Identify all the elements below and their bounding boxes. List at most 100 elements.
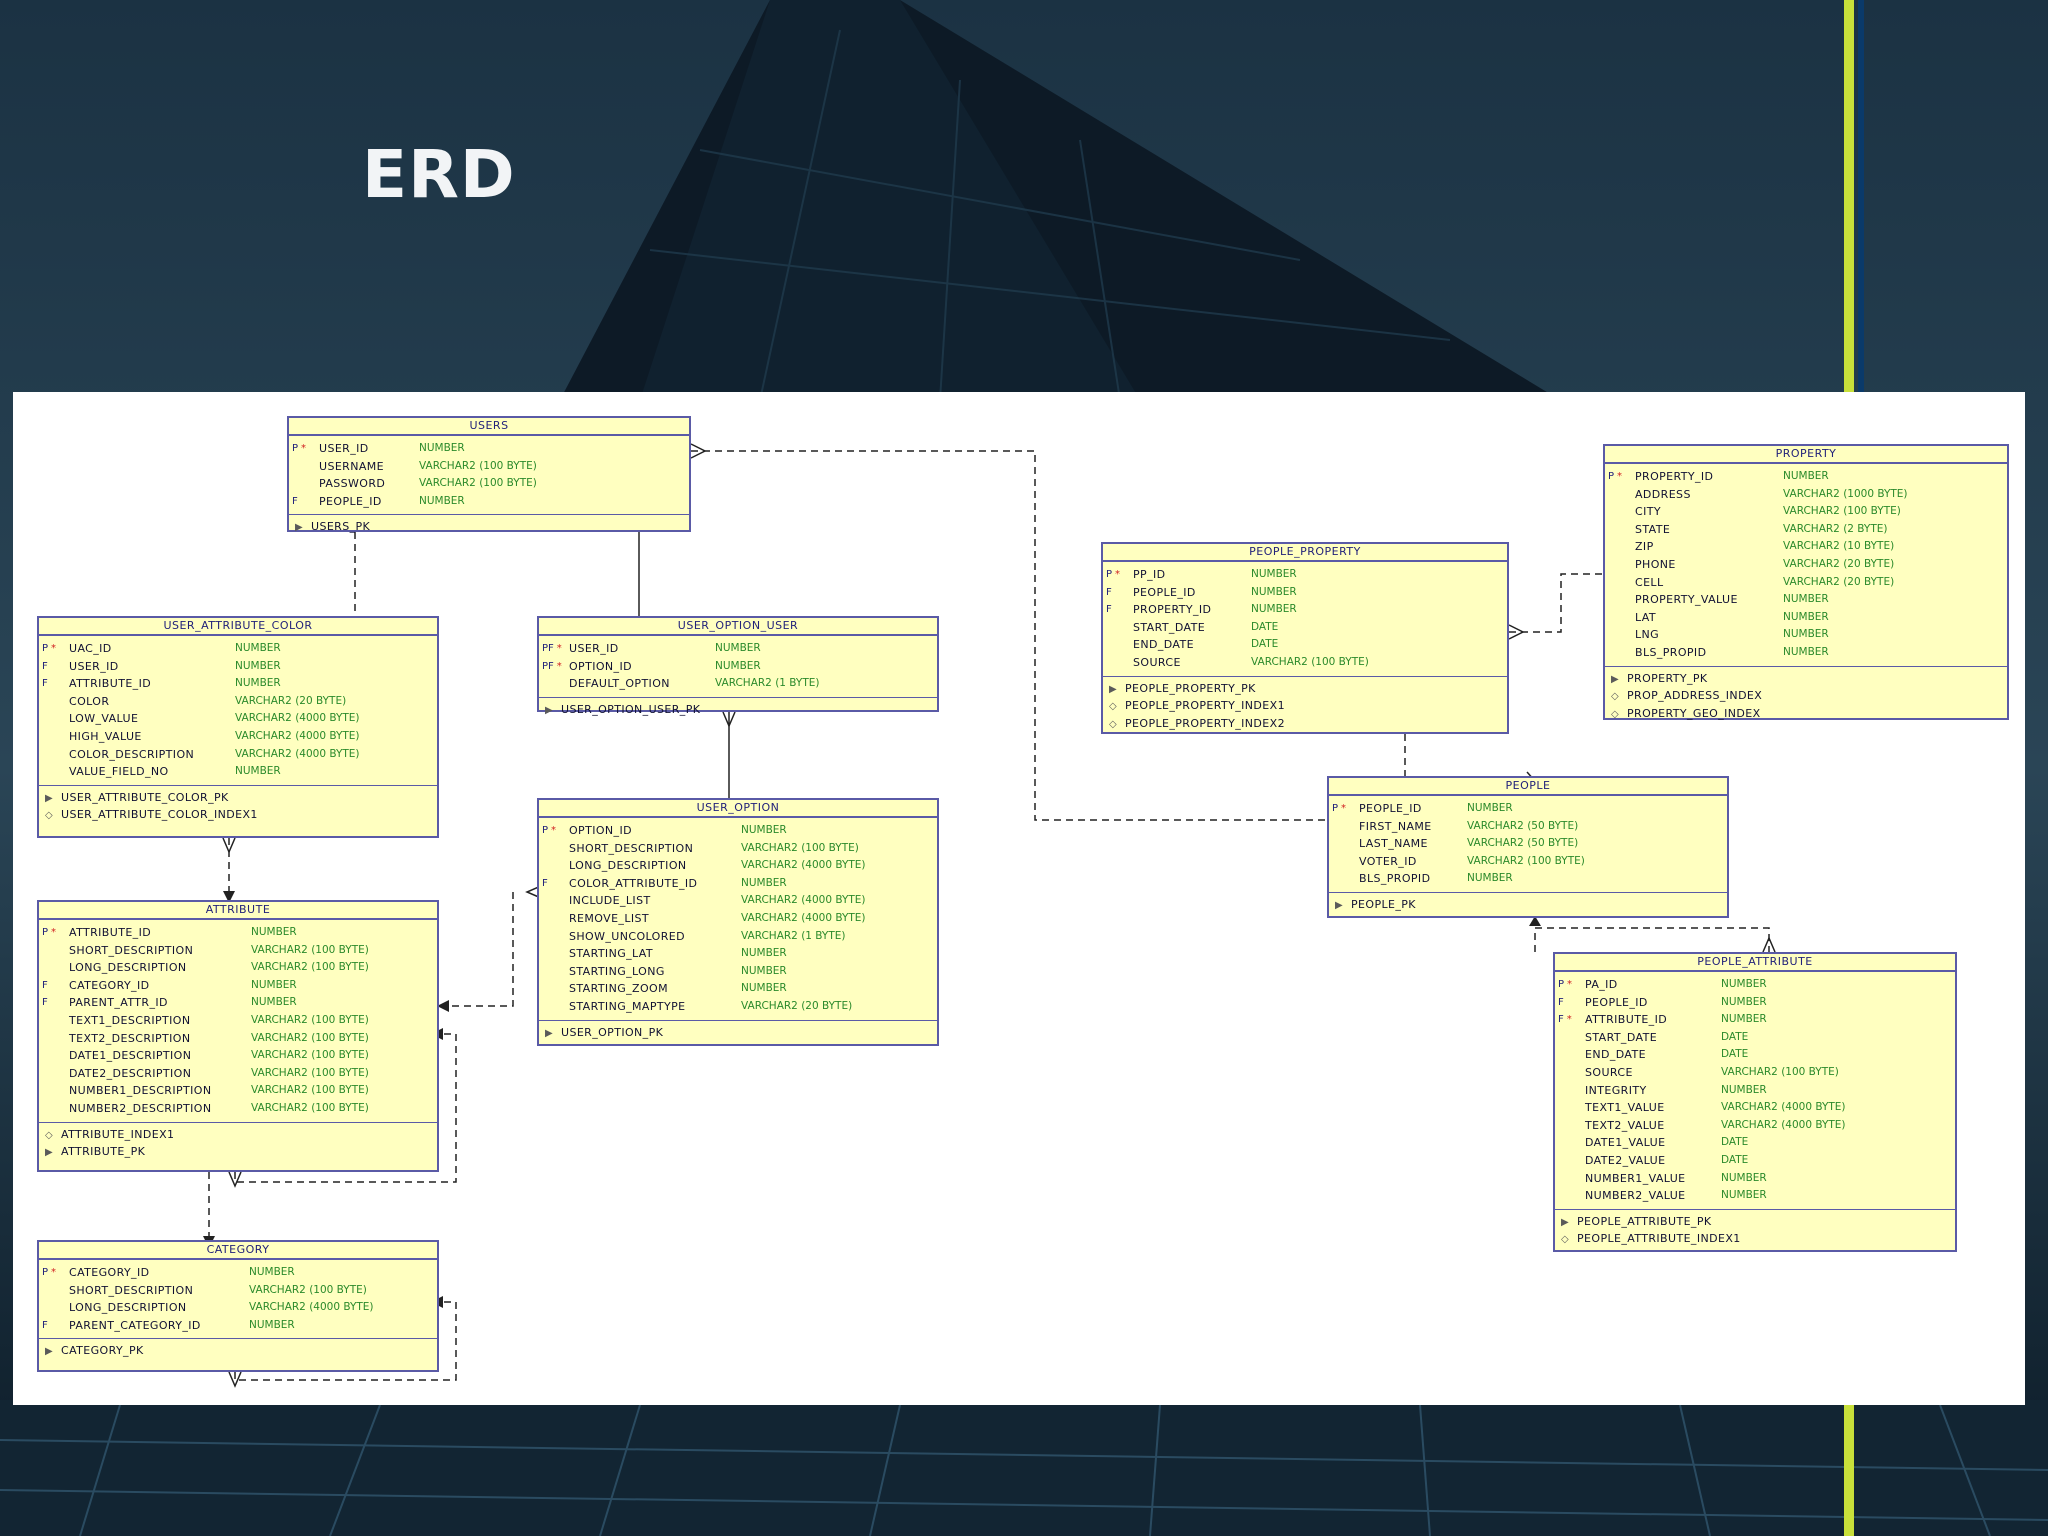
column-row: SHORT_DESCRIPTION VARCHAR2 (100 BYTE) — [39, 1282, 437, 1300]
column-type: NUMBER — [235, 659, 281, 672]
link-option-attribute — [449, 892, 514, 1007]
key-flag-text: F — [1106, 586, 1112, 598]
column-name: SHORT_DESCRIPTION — [69, 1283, 194, 1297]
column-name: PROPERTY_VALUE — [1635, 593, 1738, 607]
column-name: USER_ID — [69, 659, 119, 673]
column-type: VARCHAR2 (100 BYTE) — [1251, 655, 1369, 668]
column-name: LONG_DESCRIPTION — [569, 859, 687, 873]
column-type: NUMBER — [1467, 802, 1513, 814]
column-type: NUMBER — [741, 876, 787, 889]
column-name: START_DATE — [1585, 1030, 1658, 1044]
accent-bar — [1844, 0, 1854, 400]
key-name: PEOPLE_PROPERTY_INDEX1 — [1125, 699, 1285, 713]
primary-key-row: ▶CATEGORY_PK — [39, 1342, 437, 1360]
column-name: LONG_DESCRIPTION — [69, 961, 187, 975]
column-name: VALUE_FIELD_NO — [69, 765, 169, 779]
column-type: VARCHAR2 (50 BYTE) — [1467, 837, 1579, 850]
key-name: PEOPLE_PROPERTY_PK — [1125, 681, 1256, 695]
entity-title: USERS — [289, 418, 689, 436]
key-name: USER_ATTRIBUTE_COLOR_PK — [61, 790, 229, 804]
required-mark: * — [51, 1267, 57, 1278]
column-type: NUMBER — [1467, 872, 1513, 885]
index-row: ◇ ATTRIBUTE_INDEX1 — [39, 1126, 437, 1144]
column-type: VARCHAR2 (10 BYTE) — [1783, 540, 1895, 553]
column-row: SOURCE VARCHAR2 (100 BYTE) — [1103, 654, 1507, 672]
key-icon: ▶ — [295, 522, 304, 534]
column-type: VARCHAR2 (100 BYTE) — [251, 943, 369, 956]
key-icon: ▶ — [45, 1147, 54, 1159]
key-flag: P* — [1608, 468, 1634, 486]
column-name: PP_ID — [1133, 568, 1166, 581]
column-type: VARCHAR2 (20 BYTE) — [1783, 575, 1895, 588]
key-list: ◇ ATTRIBUTE_INDEX1 ▶ATTRIBUTE_PK — [39, 1123, 437, 1163]
key-flag-text: F — [542, 877, 548, 889]
key-name: PEOPLE_PK — [1351, 897, 1416, 911]
key-flag-text: F — [42, 979, 48, 991]
key-flag: P* — [292, 440, 318, 458]
key-icon: ▶ — [45, 1346, 54, 1358]
column-type: NUMBER — [251, 926, 297, 938]
column-type: NUMBER — [235, 765, 281, 778]
column-name: LNG — [1635, 628, 1660, 642]
required-mark: * — [556, 643, 562, 654]
column-type: VARCHAR2 (100 BYTE) — [249, 1283, 367, 1296]
key-icon: ▶ — [545, 704, 554, 716]
column-name: OPTION_ID — [569, 824, 632, 837]
primary-key-row: ▶ATTRIBUTE_PK — [39, 1143, 437, 1161]
column-type: VARCHAR2 (4000 BYTE) — [1721, 1101, 1846, 1114]
key-flag: F — [542, 875, 568, 893]
column-type: NUMBER — [249, 1266, 295, 1278]
column-name: SOURCE — [1133, 655, 1181, 669]
key-name: ATTRIBUTE_INDEX1 — [61, 1127, 175, 1141]
key-name: PROP_ADDRESS_INDEX — [1627, 689, 1763, 703]
column-name: STARTING_MAPTYPE — [569, 999, 686, 1013]
key-flag-text: F — [1558, 1014, 1564, 1026]
column-type: NUMBER — [419, 442, 465, 454]
column-name: DATE1_DESCRIPTION — [69, 1049, 192, 1063]
primary-key-row: ▶PEOPLE_ATTRIBUTE_PK — [1555, 1213, 1955, 1231]
column-name: LONG_DESCRIPTION — [69, 1301, 187, 1315]
column-name: PARENT_ATTR_ID — [69, 996, 168, 1010]
column-type: NUMBER — [1721, 1171, 1767, 1184]
primary-key-row: ▶USER_OPTION_USER_PK — [539, 701, 937, 719]
required-mark: * — [1566, 1014, 1572, 1026]
column-name: PARENT_CATEGORY_ID — [69, 1318, 201, 1332]
column-type: VARCHAR2 (4000 BYTE) — [235, 747, 360, 760]
key-name: USERS_PK — [311, 520, 371, 534]
key-list: ▶PROPERTY_PK◇PROP_ADDRESS_INDEX◇PROPERTY… — [1605, 667, 2007, 725]
required-mark: * — [1617, 471, 1623, 482]
column-type: NUMBER — [419, 494, 465, 507]
key-flag-text: F — [42, 678, 48, 690]
column-type: NUMBER — [251, 996, 297, 1009]
index-icon: ◇ — [45, 1129, 54, 1141]
column-name: INCLUDE_LIST — [569, 894, 651, 908]
